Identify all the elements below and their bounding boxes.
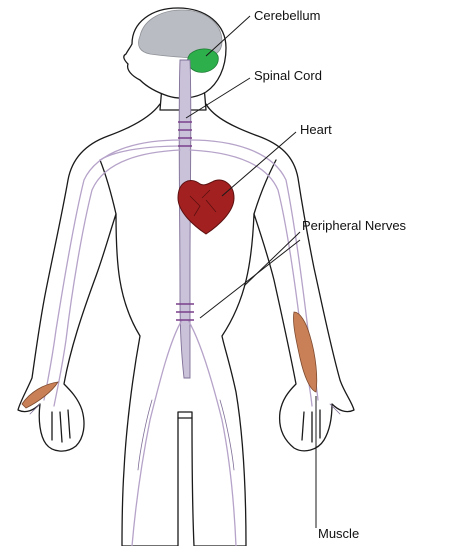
label-muscle: Muscle	[318, 526, 359, 541]
label-peripheral-nerves: Peripheral Nerves	[302, 218, 407, 233]
label-spinal-cord: Spinal Cord	[254, 68, 322, 83]
label-heart: Heart	[300, 122, 332, 137]
label-cerebellum: Cerebellum	[254, 8, 320, 23]
